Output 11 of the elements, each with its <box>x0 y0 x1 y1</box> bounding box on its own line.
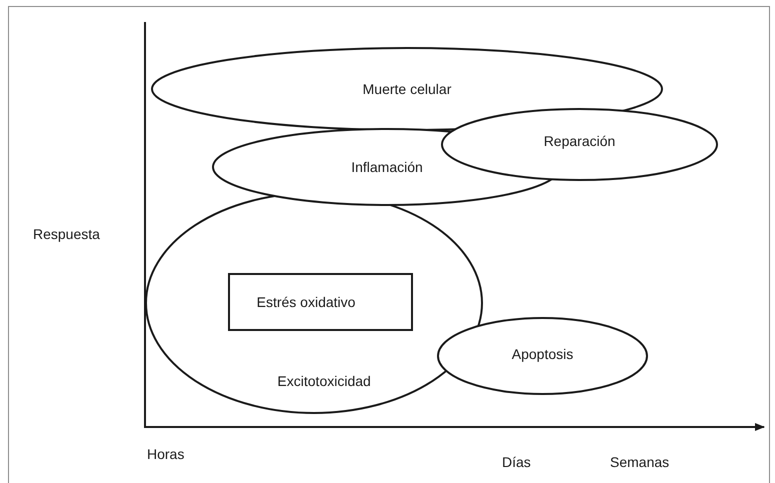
node-label: Apoptosis <box>512 346 574 362</box>
node-label: Inflamación <box>351 159 423 175</box>
node-label: Muerte celular <box>362 81 452 97</box>
axis-label: Días <box>502 454 531 470</box>
axis-label: Horas <box>147 446 184 462</box>
process-box <box>228 273 413 331</box>
node-label: Estrés oxidativo <box>256 294 356 310</box>
node-label: Reparación <box>544 132 616 149</box>
axis-label: Respuesta <box>33 226 100 242</box>
axis-label: Semanas <box>610 454 670 470</box>
node-label: Excitotoxicidad <box>277 372 371 389</box>
